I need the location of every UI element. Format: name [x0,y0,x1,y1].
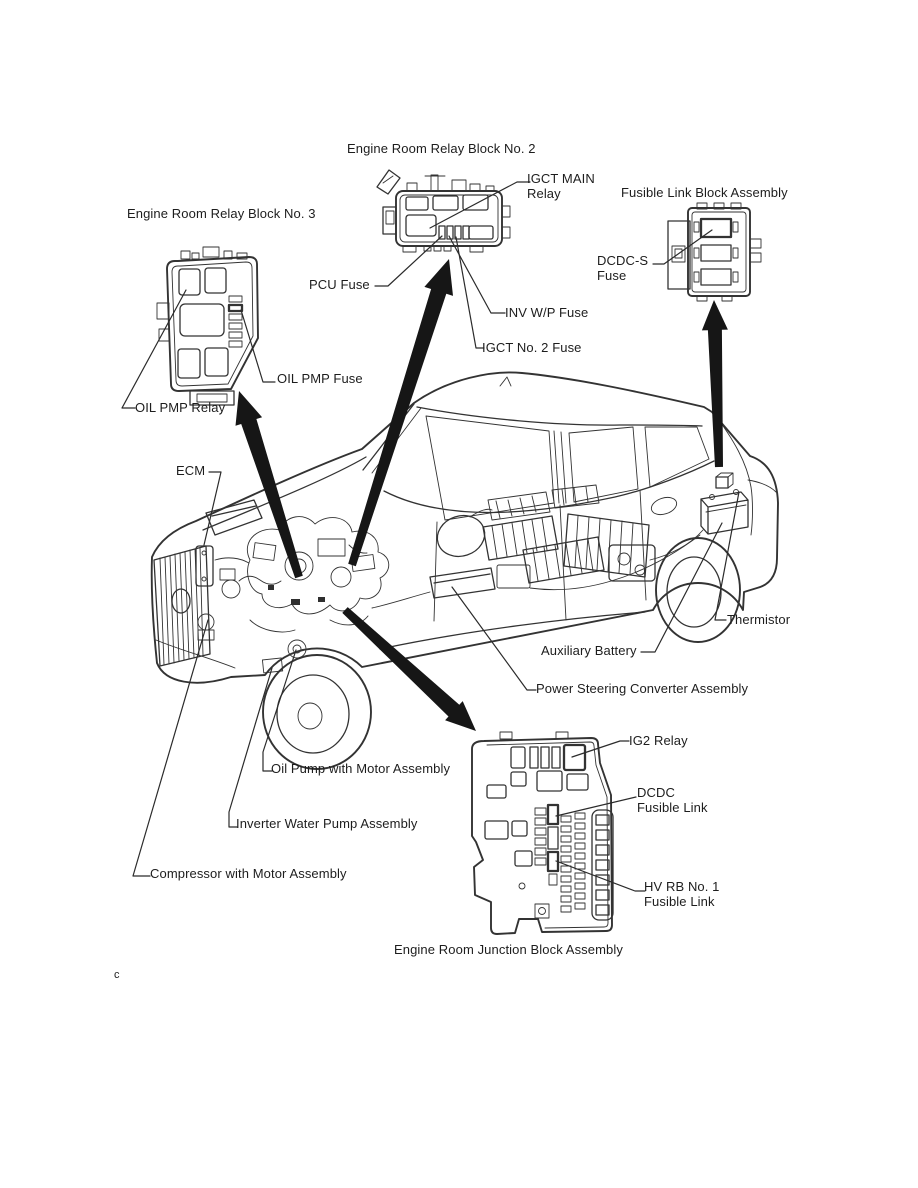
leader-dcdc-s-fuse [652,229,713,265]
footer-mark: c [114,969,120,981]
engine-bay [195,472,749,674]
junction-block-fuse-grid [560,812,586,913]
rear-wheel [655,537,741,643]
ig2-relay-slot [562,743,587,772]
label-oil-pump: Oil Pump with Motor Assembly [271,761,451,776]
arrow-to-fusible-link-block [701,300,728,468]
label-dcdc-fusible-link: DCDC Fusible Link [637,785,708,815]
label-inverter-water-pump: Inverter Water Pump Assembly [236,816,418,831]
power-steering-converter-component [429,567,496,599]
igct-main-relay-slot [405,214,437,237]
leader-pcu-fuse [374,235,443,287]
junction-block-drawing [471,731,614,935]
leader-igct-main-relay [429,181,531,229]
leader-lines [121,181,740,892]
callout-arrows [235,259,728,731]
leader-ecm [203,471,222,546]
junction-block-title: Engine Room Junction Block Assembly [394,942,623,957]
leader-oil-pmp-fuse [240,309,276,383]
front-grille [153,545,211,667]
label-compressor: Compressor with Motor Assembly [150,866,347,881]
oil-pmp-fuse-slot [227,303,244,313]
label-ig2-relay: IG2 Relay [629,733,688,748]
relay-block-2-drawing [376,169,511,253]
leader-igct-no2-fuse [455,236,485,349]
leader-power-steering-converter [451,586,537,691]
hv-battery-pack [482,513,656,589]
leader-inv-wp-fuse [448,235,506,314]
auxiliary-battery-component [649,489,749,561]
leader-hv-rb-fusible-link [555,860,646,892]
leader-oil-pmp-relay [121,289,187,409]
oil-pmp-relay-slot [178,268,201,296]
arrow-to-junction-block [342,607,476,731]
relay-block-3-title: Engine Room Relay Block No. 3 [127,206,316,221]
label-auxiliary-battery: Auxiliary Battery [541,643,637,658]
leader-dcdc-fusible-link [555,796,637,817]
ecm-component [195,545,214,587]
label-thermistor: Thermistor [727,612,791,627]
leader-ig2-relay [571,740,630,758]
relay-block-3-drawing [156,246,259,406]
label-oil-pmp-relay: OIL PMP Relay [135,400,226,415]
junction-block-right-rail-fuses [595,814,610,916]
inverter-water-pump-component [261,657,284,674]
label-igct-no2-fuse: IGCT No. 2 Fuse [482,340,582,355]
compressor-component [197,613,215,641]
thermistor-component [715,472,734,489]
dcdc-fusible-link-slot [546,803,560,826]
label-inv-wp-fuse: INV W/P Fuse [505,305,589,320]
label-power-steering-converter: Power Steering Converter Assembly [536,681,749,696]
oil-pump-component [287,639,307,659]
label-pcu-fuse: PCU Fuse [309,277,370,292]
car-drawing [150,371,779,770]
label-igct-main-relay: IGCT MAIN Relay [527,171,595,201]
arrow-to-relay-block-3 [235,391,303,579]
leader-thermistor [714,491,740,621]
arrow-to-relay-block-2 [348,259,453,567]
label-ecm: ECM [176,463,206,478]
fusible-link-block-drawing [667,202,762,302]
label-oil-pmp-fuse: OIL PMP Fuse [277,371,363,386]
relay-block-2-title: Engine Room Relay Block No. 2 [347,141,536,156]
pcu-fuse-slot [438,225,446,240]
leader-oil-pump [262,649,297,772]
front-wheel [262,654,372,770]
label-hv-rb-no1-fusible-link: HV RB No. 1 Fusible Link [644,879,720,909]
fusible-link-block-title: Fusible Link Block Assembly [621,185,788,200]
igct-no2-fuse-slot [454,225,462,240]
leader-compressor [132,619,209,877]
leader-inverter-water-pump [228,667,273,828]
dcdc-s-fuse-slot [699,217,733,239]
label-dcdc-s-fuse: DCDC-S Fuse [597,253,649,283]
leader-auxiliary-battery [640,522,723,653]
